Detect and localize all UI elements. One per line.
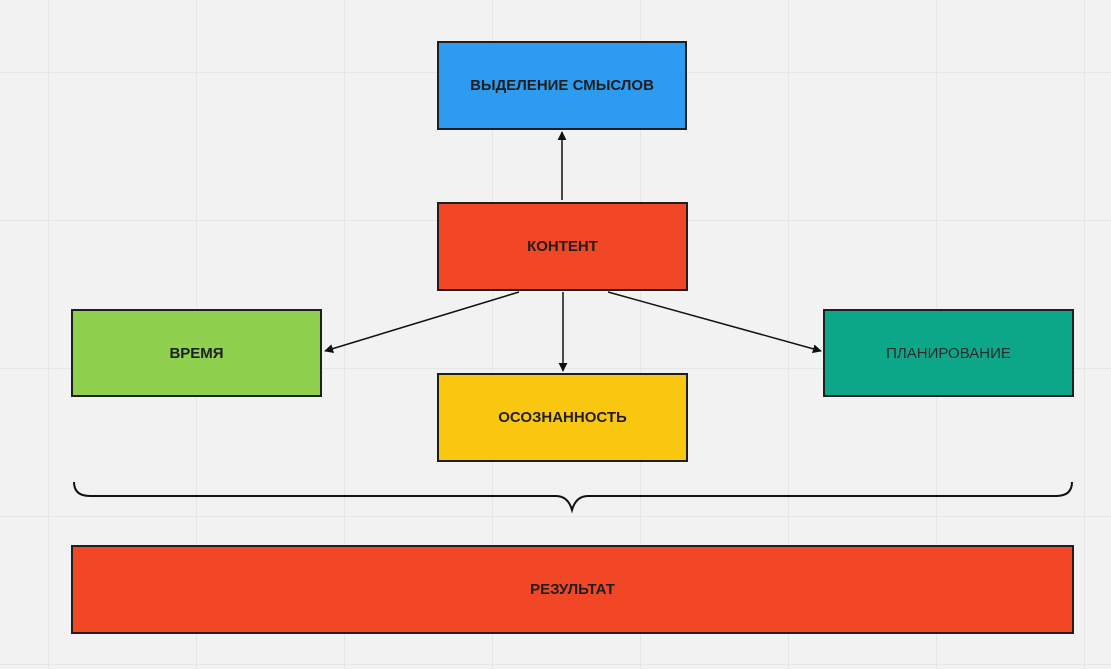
node-result-label: РЕЗУЛЬТАТ xyxy=(530,581,615,598)
node-content-label: КОНТЕНТ xyxy=(527,238,598,255)
arrow-content-to-time[interactable] xyxy=(324,291,520,353)
node-planning[interactable]: ПЛАНИРОВАНИЕ xyxy=(823,309,1074,397)
curly-brace[interactable] xyxy=(73,481,1073,514)
node-planning-label: ПЛАНИРОВАНИЕ xyxy=(886,344,1011,362)
node-time-label: ВРЕМЯ xyxy=(169,344,224,362)
node-result[interactable]: РЕЗУЛЬТАТ xyxy=(71,545,1074,634)
node-time[interactable]: ВРЕМЯ xyxy=(71,309,322,397)
node-meanings-label: ВЫДЕЛЕНИЕ СМЫСЛОВ xyxy=(470,77,654,94)
node-meanings[interactable]: ВЫДЕЛЕНИЕ СМЫСЛОВ xyxy=(437,41,687,130)
node-awareness-label: ОСОЗНАННОСТЬ xyxy=(498,409,627,426)
arrow-content-to-planning[interactable] xyxy=(607,291,822,354)
node-awareness[interactable]: ОСОЗНАННОСТЬ xyxy=(437,373,688,462)
node-content[interactable]: КОНТЕНТ xyxy=(437,202,688,291)
